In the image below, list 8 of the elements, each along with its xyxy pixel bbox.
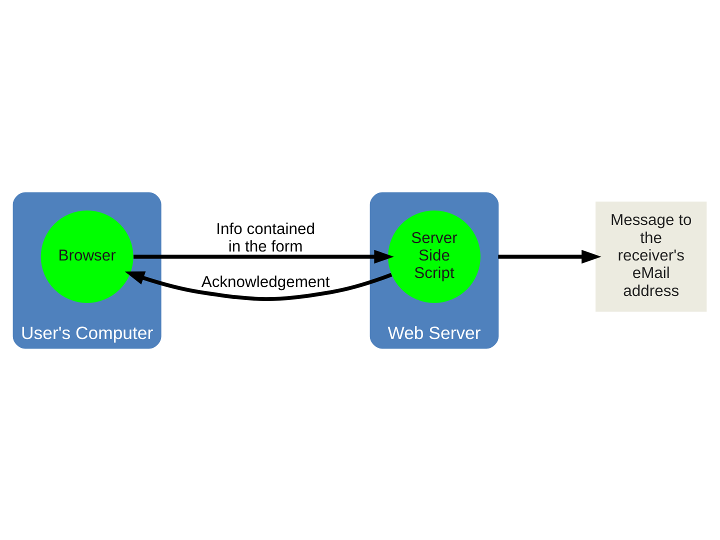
arrow (134, 249, 394, 264)
node-circle: Browser (40, 210, 134, 302)
edge-label: Acknowledgement (201, 274, 330, 291)
node-box: Message to the receiver's eMail address (596, 201, 707, 312)
arrow (498, 249, 602, 264)
arrow (124, 270, 392, 301)
node-circle: Server Side Script (388, 210, 480, 302)
edge-label: Info contained in the form (216, 220, 315, 256)
